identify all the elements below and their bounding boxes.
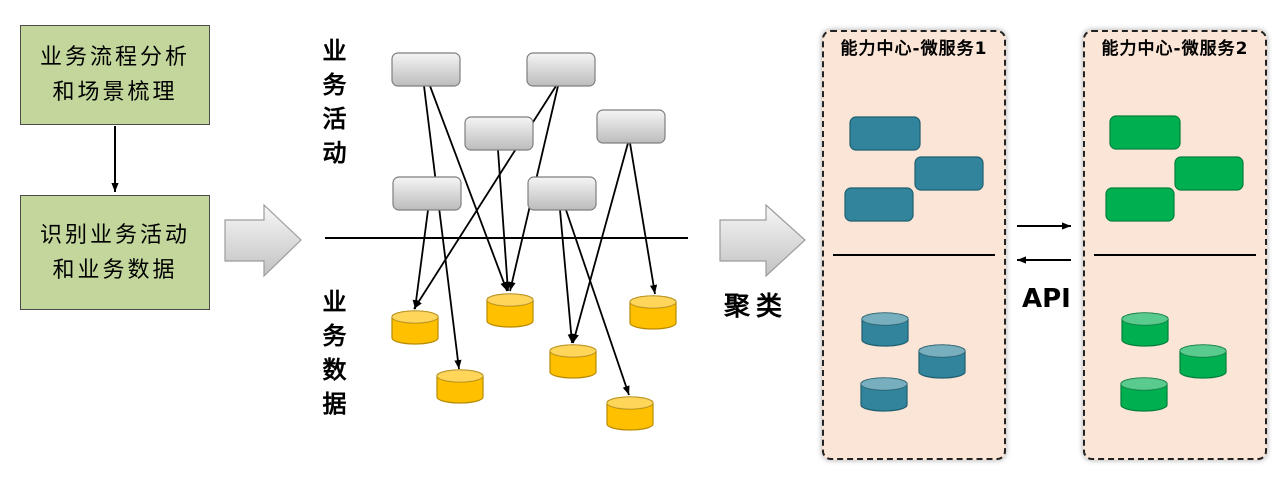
step-text-line: 和业务数据: [52, 257, 178, 283]
business-data-label: 业务数据: [318, 289, 346, 425]
clustering-label: 聚类: [724, 292, 789, 322]
service-panel-title: 能力中心-微服务1: [840, 39, 988, 59]
step-text-line: 识别业务活动: [39, 222, 190, 248]
business-data-store: [549, 344, 597, 379]
service1-activity: [844, 187, 914, 222]
business-data-store: [629, 295, 677, 330]
service2-activity: [1105, 187, 1175, 222]
business-data-store: [486, 293, 534, 328]
service2-data-store: [1121, 312, 1169, 347]
right-block-arrow-icon: [224, 203, 302, 278]
step-text-line: 业务流程分析: [39, 45, 190, 70]
service2-data-store: [1179, 344, 1227, 379]
service-panel-2: 能力中心-微服务2: [1083, 30, 1267, 460]
business-activity: [464, 116, 534, 151]
business-data-store: [436, 369, 484, 404]
relation-arrow: [571, 142, 629, 344]
step-text-line: 和场景梳理: [52, 80, 178, 105]
panel-divider: [833, 254, 995, 256]
service1-data-store: [918, 344, 966, 379]
relation-arrow: [497, 149, 511, 292]
service1-activity: [849, 116, 921, 151]
business-activity: [392, 176, 462, 211]
service-panel-1: 能力中心-微服务1: [822, 30, 1006, 460]
relation-arrow: [559, 209, 575, 344]
relation-arrow: [423, 85, 462, 370]
business-data-store: [391, 310, 439, 345]
relation-arrow: [565, 209, 630, 396]
service1-data-store: [860, 377, 908, 412]
relation-arrow: [412, 209, 429, 310]
business-activity: [526, 52, 596, 87]
business-activity: [596, 109, 666, 144]
service-panel-title: 能力中心-微服务2: [1101, 39, 1249, 59]
service2-data-store: [1120, 377, 1168, 412]
business-activity: [391, 52, 461, 87]
api-label: API: [1022, 284, 1071, 314]
service1-activity: [914, 156, 984, 191]
service2-activity: [1109, 115, 1181, 150]
service1-data-store: [861, 312, 909, 347]
business-activity: [527, 176, 597, 211]
service2-activity: [1174, 156, 1244, 191]
relation-arrow: [429, 85, 508, 292]
panel-divider: [1094, 254, 1256, 256]
step-box-analysis: 业务流程分析 和场景梳理: [20, 25, 210, 125]
relation-arrow: [629, 142, 658, 295]
business-activities-label: 业务活动: [318, 38, 346, 174]
step-box-identify: 识别业务活动 和业务数据: [20, 195, 210, 310]
right-block-arrow-icon: [719, 203, 806, 278]
business-data-store: [606, 396, 654, 431]
